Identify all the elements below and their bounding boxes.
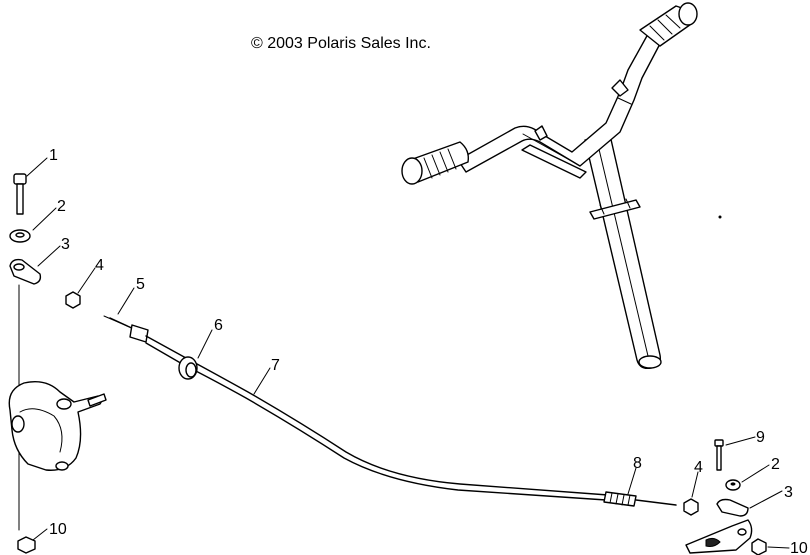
handlebar-tube [457, 33, 663, 179]
callout-3-right: 3 [784, 484, 793, 501]
part-3-cable-end [9, 258, 42, 285]
throttle-lever-housing [8, 380, 107, 471]
callout-4: 4 [95, 257, 104, 274]
callout-10: 10 [49, 521, 67, 538]
callout-1: 1 [49, 147, 58, 164]
part-6-grommet [178, 356, 198, 380]
steering-column [584, 134, 662, 370]
mounting-bracket [685, 519, 753, 554]
part-10-nut [17, 536, 36, 554]
callout-10-right: 10 [790, 540, 808, 555]
callout-5: 5 [136, 276, 145, 293]
callout-numbers: 1 2 3 4 5 6 7 8 4 9 2 3 10 10 [49, 147, 808, 555]
handlebar-assembly [401, 2, 722, 370]
callout-2: 2 [57, 198, 66, 215]
part-2-washer-right [725, 479, 741, 491]
callout-8: 8 [633, 455, 642, 472]
copyright-text: © 2003 Polaris Sales Inc. [251, 35, 431, 52]
callout-3: 3 [61, 236, 70, 253]
left-grip [401, 141, 470, 185]
callout-7: 7 [271, 357, 280, 374]
callout-9: 9 [756, 429, 765, 446]
part-4-nut-right [683, 498, 699, 516]
throttle-cable [103, 315, 677, 507]
part-8-adjuster [603, 491, 677, 507]
part-4-nut [65, 291, 81, 309]
part-1-bolt [13, 173, 27, 215]
part-3-cable-end-right [716, 498, 749, 517]
right-grip [639, 2, 698, 47]
part-10-nut-right [751, 538, 767, 555]
callout-6: 6 [214, 317, 223, 334]
part-2-washer [9, 229, 31, 243]
part-9-screw [714, 439, 724, 471]
leader-lines [26, 157, 790, 549]
callout-2-right: 2 [771, 456, 780, 473]
callout-4-right: 4 [694, 459, 703, 476]
